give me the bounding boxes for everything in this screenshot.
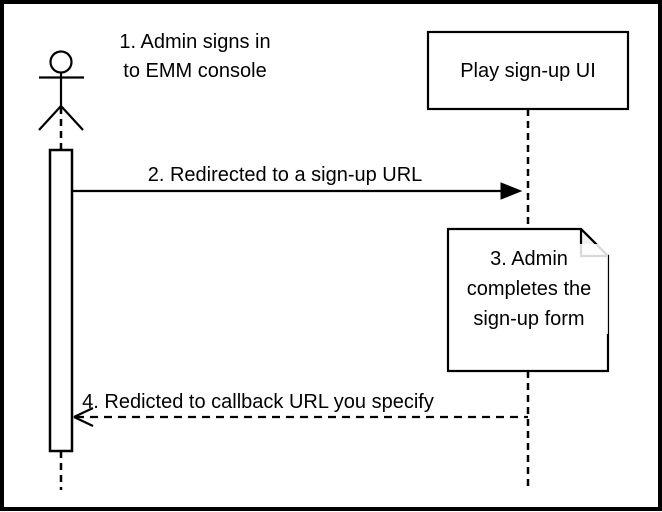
participant-box (426, 30, 630, 111)
message-2-label: 2. Redirected to a sign-up URL (147, 164, 423, 186)
note-label: 3. Admin completes the sign-up form (450, 244, 608, 334)
actor-leg-right (60, 105, 84, 131)
note-line-3: sign-up form (450, 304, 608, 334)
note-line-2: completes the (450, 274, 608, 304)
message-4-arrowhead-icon (73, 407, 94, 427)
activation-bar (48, 148, 74, 453)
note-line-1: 3. Admin (450, 244, 608, 274)
actor-head (49, 50, 73, 74)
actor-admin (38, 50, 84, 131)
message-4-label: 4. Redicted to callback URL you specify (82, 391, 434, 413)
actor-leg-left (38, 105, 62, 131)
message-1-line-2: to EMM console (95, 57, 295, 86)
participant-label: Play sign-up UI (460, 59, 596, 82)
message-1-line-1: 1. Admin signs in (95, 28, 295, 57)
message-1-label: 1. Admin signs in to EMM console (95, 28, 295, 86)
message-2-arrowhead-icon (500, 182, 523, 200)
